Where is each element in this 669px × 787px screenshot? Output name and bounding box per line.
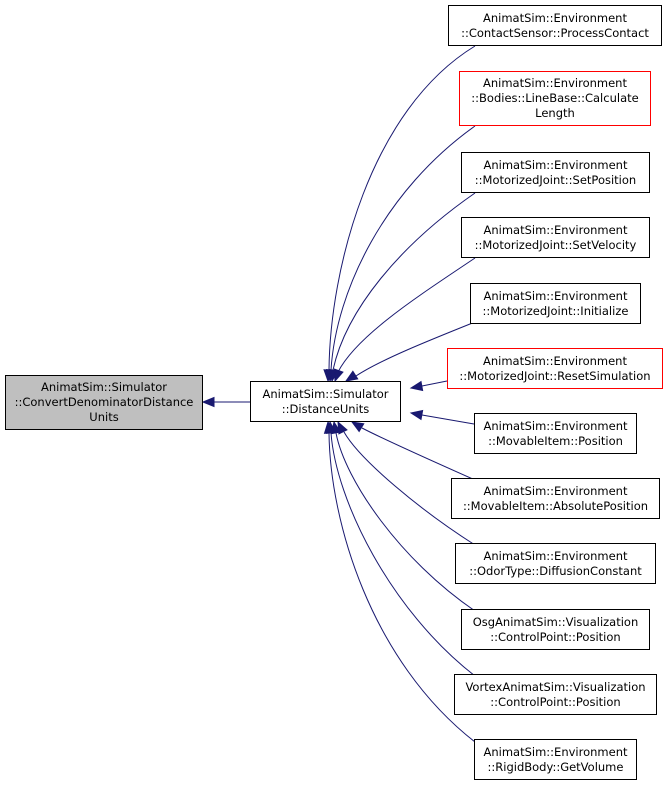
edge-caller-11	[328, 432, 476, 743]
node-caller-10-label: VortexAnimatSim::Visualization ::Control…	[465, 679, 646, 709]
node-caller-1[interactable]: AnimatSim::Environment ::Bodies::LineBas…	[459, 71, 651, 126]
arrowhead-caller-11	[323, 420, 335, 434]
edge-caller-9	[335, 432, 476, 612]
node-caller-3[interactable]: AnimatSim::Environment ::MotorizedJoint:…	[461, 217, 650, 258]
arrowhead-caller-5	[409, 380, 424, 392]
arrowhead-root	[201, 396, 215, 408]
edge-caller-3	[337, 257, 476, 373]
node-center[interactable]: AnimatSim::Simulator ::DistanceUnits	[250, 381, 401, 422]
node-caller-0[interactable]: AnimatSim::Environment ::ContactSensor::…	[448, 5, 662, 46]
node-caller-11[interactable]: AnimatSim::Environment ::RigidBody::GetV…	[474, 739, 637, 780]
edge-caller-7	[361, 427, 476, 481]
edge-caller-10	[330, 432, 476, 677]
edge-caller-2	[332, 192, 476, 371]
node-caller-9[interactable]: OsgAnimatSim::Visualization ::ControlPoi…	[461, 609, 650, 650]
arrowhead-caller-4	[344, 370, 359, 382]
node-caller-9-label: OsgAnimatSim::Visualization ::ControlPoi…	[472, 614, 639, 644]
node-root-label: AnimatSim::Simulator ::ConvertDenominato…	[14, 380, 194, 424]
arrowhead-caller-3	[333, 368, 344, 383]
node-caller-8[interactable]: AnimatSim::Environment ::OdorType::Diffu…	[455, 543, 656, 584]
node-caller-7[interactable]: AnimatSim::Environment ::MovableItem::Ab…	[451, 478, 660, 519]
edge-caller-1	[330, 125, 476, 371]
edge-caller-6	[421, 414, 475, 425]
node-caller-5[interactable]: AnimatSim::Environment ::MotorizedJoint:…	[447, 348, 663, 389]
arrowhead-caller-6	[409, 409, 424, 421]
node-caller-0-label: AnimatSim::Environment ::ContactSensor::…	[461, 10, 649, 40]
node-caller-8-label: AnimatSim::Environment ::OdorType::Diffu…	[469, 548, 642, 578]
node-caller-2[interactable]: AnimatSim::Environment ::MotorizedJoint:…	[461, 152, 650, 193]
node-caller-10[interactable]: VortexAnimatSim::Visualization ::Control…	[454, 674, 657, 715]
node-caller-11-label: AnimatSim::Environment ::RigidBody::GetV…	[483, 744, 628, 774]
node-caller-7-label: AnimatSim::Environment ::MovableItem::Ab…	[462, 483, 649, 513]
node-caller-6-label: AnimatSim::Environment ::MovableItem::Po…	[483, 418, 628, 448]
node-center-label: AnimatSim::Simulator ::DistanceUnits	[262, 386, 389, 416]
node-caller-4-label: AnimatSim::Environment ::MotorizedJoint:…	[482, 288, 629, 318]
node-caller-2-label: AnimatSim::Environment ::MotorizedJoint:…	[474, 157, 637, 187]
node-caller-5-label: AnimatSim::Environment ::MotorizedJoint:…	[459, 353, 651, 383]
edge-caller-4	[355, 321, 476, 377]
arrowhead-caller-7	[350, 421, 365, 433]
edge-caller-5	[421, 380, 448, 387]
node-caller-3-label: AnimatSim::Environment ::MotorizedJoint:…	[474, 222, 637, 252]
node-root: AnimatSim::Simulator ::ConvertDenominato…	[5, 375, 203, 430]
edge-caller-8	[343, 431, 476, 546]
node-caller-1-label: AnimatSim::Environment ::Bodies::LineBas…	[471, 76, 639, 120]
node-caller-6[interactable]: AnimatSim::Environment ::MovableItem::Po…	[474, 413, 637, 454]
node-caller-4[interactable]: AnimatSim::Environment ::MotorizedJoint:…	[470, 283, 641, 324]
edge-caller-0	[328, 45, 476, 371]
